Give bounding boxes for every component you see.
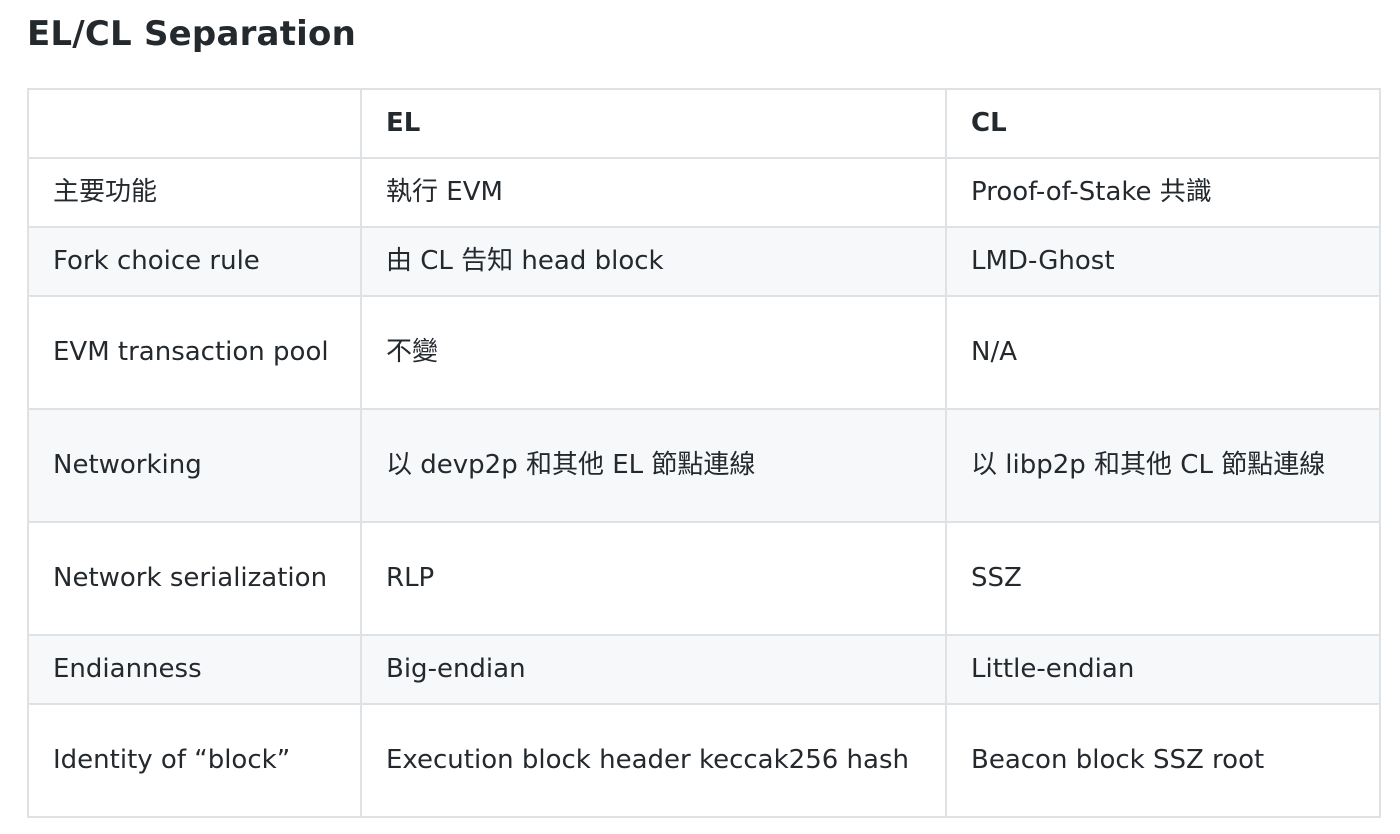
section-heading: EL/CL Separation [27, 14, 356, 54]
cl-cell: Beacon block SSZ root [945, 703, 1381, 818]
header-cell-cl: CL [945, 88, 1381, 159]
row-label: Identity of “block” [27, 703, 362, 818]
row-label: Fork choice rule [27, 226, 362, 297]
header-cell-el: EL [360, 88, 947, 159]
el-cell: RLP [360, 521, 947, 636]
cl-cell: Little-endian [945, 634, 1381, 705]
row-label: EVM transaction pool [27, 295, 362, 410]
cl-cell: 以 libp2p 和其他 CL 節點連線 [945, 408, 1381, 523]
el-cell: 由 CL 告知 head block [360, 226, 947, 297]
header-cell-empty [27, 88, 362, 159]
el-cell: 不變 [360, 295, 947, 410]
el-cell: 執行 EVM [360, 157, 947, 228]
cl-cell: Proof-of-Stake 共識 [945, 157, 1381, 228]
row-label: Endianness [27, 634, 362, 705]
row-label: Network serialization [27, 521, 362, 636]
table-header-row: EL CL [27, 88, 1381, 159]
table-row: Network serialization RLP SSZ [27, 521, 1381, 636]
el-cell: 以 devp2p 和其他 EL 節點連線 [360, 408, 947, 523]
cl-cell: LMD-Ghost [945, 226, 1381, 297]
table-row: 主要功能 執行 EVM Proof-of-Stake 共識 [27, 157, 1381, 228]
table-row: Fork choice rule 由 CL 告知 head block LMD-… [27, 226, 1381, 297]
table-row: Identity of “block” Execution block head… [27, 703, 1381, 818]
el-cl-comparison-table: EL CL 主要功能 執行 EVM Proof-of-Stake 共識 Fork… [27, 88, 1381, 818]
table-row: Endianness Big-endian Little-endian [27, 634, 1381, 705]
el-cell: Big-endian [360, 634, 947, 705]
row-label: 主要功能 [27, 157, 362, 228]
row-label: Networking [27, 408, 362, 523]
el-cell: Execution block header keccak256 hash [360, 703, 947, 818]
cl-cell: N/A [945, 295, 1381, 410]
table-row: Networking 以 devp2p 和其他 EL 節點連線 以 libp2p… [27, 408, 1381, 523]
cl-cell: SSZ [945, 521, 1381, 636]
table-row: EVM transaction pool 不變 N/A [27, 295, 1381, 410]
